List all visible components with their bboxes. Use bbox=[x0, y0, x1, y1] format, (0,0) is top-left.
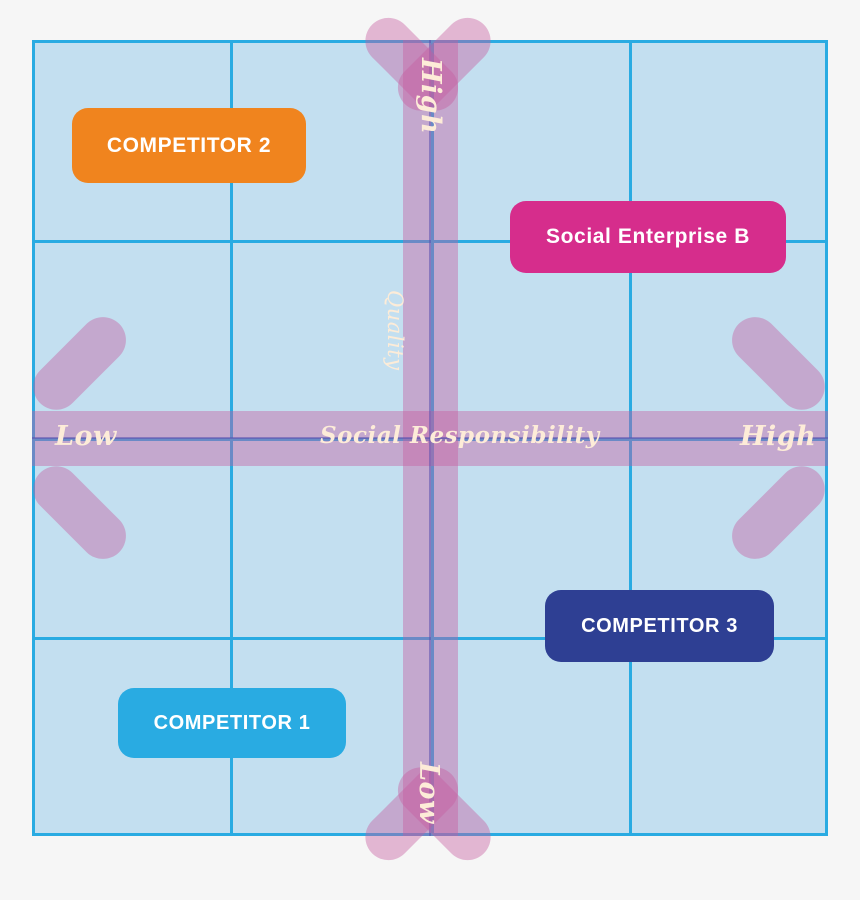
y-axis-high-label: High bbox=[415, 58, 446, 135]
marker-competitor-2[interactable]: COMPETITOR 2 bbox=[72, 108, 306, 183]
x-axis-high-label: High bbox=[740, 421, 817, 452]
marker-competitor-1[interactable]: COMPETITOR 1 bbox=[118, 688, 346, 758]
marker-social-enterprise-b[interactable]: Social Enterprise B bbox=[510, 201, 786, 273]
y-axis-label: Quality bbox=[383, 290, 407, 371]
x-axis-low-label: Low bbox=[55, 421, 117, 452]
x-axis-label: Social Responsibility bbox=[320, 422, 600, 449]
y-axis-low-label: Low bbox=[413, 762, 444, 824]
vertical-axis-centerline bbox=[429, 40, 431, 836]
marker-competitor-3[interactable]: COMPETITOR 3 bbox=[545, 590, 774, 662]
